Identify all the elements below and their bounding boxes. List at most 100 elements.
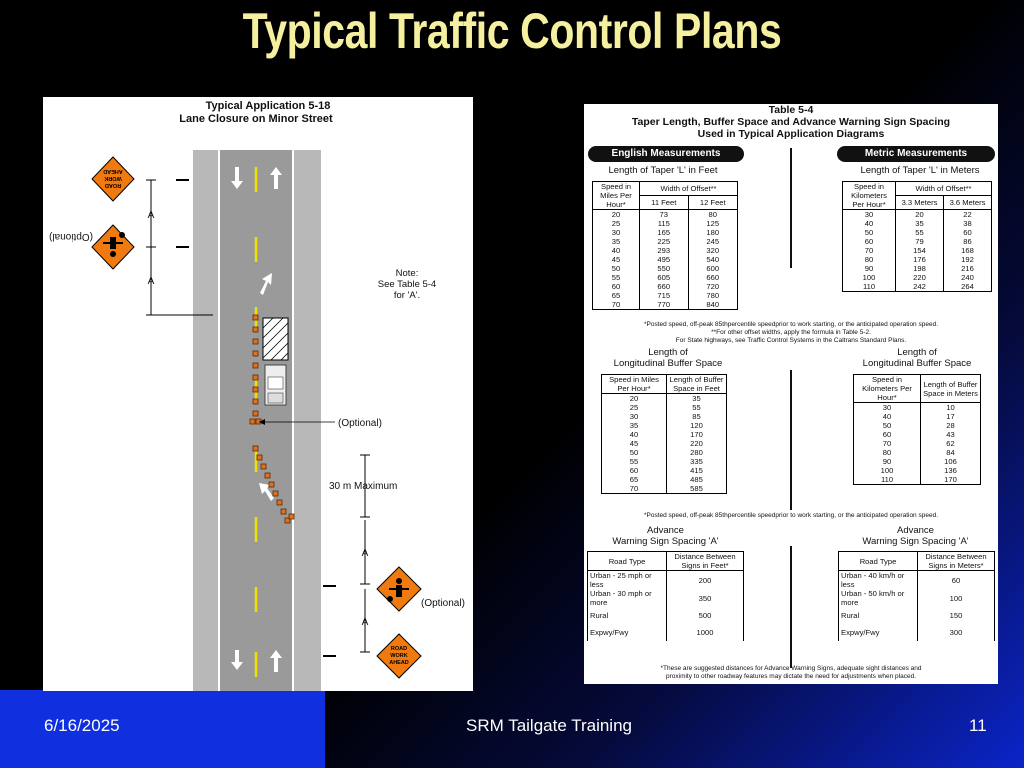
english-taper-table: Speed in Miles Per Hour* Width of Offset… (592, 181, 739, 310)
cell-value: 28 (946, 421, 955, 430)
table-5-4-panel: Table 5-4 Taper Length, Buffer Space and… (584, 104, 998, 684)
cell-value: 600 (706, 264, 720, 273)
cell-value: 168 (961, 246, 974, 255)
table-cell: Rural (587, 607, 667, 624)
cell-value: 80 (864, 255, 874, 264)
cell-value: 660 (657, 282, 671, 291)
cell-value: 79 (915, 237, 924, 246)
taper-note-1: *Posted speed, off-peak 85thpercentile s… (643, 321, 938, 328)
cell-value: 60 (882, 430, 892, 439)
cell-value: 192 (961, 255, 974, 264)
column-divider-3 (790, 546, 792, 668)
cell-value: 50 (611, 264, 621, 273)
lane-closure-diagram: Typical Application 5-18 Lane Closure on… (43, 97, 473, 691)
taper-note-3: For State highways, see Traffic Control … (675, 337, 907, 344)
cell-value: 540 (706, 255, 720, 264)
note-line-2: See Table 5-4 (378, 279, 436, 290)
table-cell: Urban - 40 km/h or less (838, 570, 918, 589)
cell-value: 70 (611, 300, 621, 309)
warning-note-2: proximity to other roadway features may … (665, 673, 917, 680)
up-arrow-top-right (270, 167, 282, 189)
svg-text:ROAD: ROAD (391, 646, 407, 652)
slide-number: 11 (969, 716, 987, 735)
cell-value: 585 (690, 484, 703, 493)
merge-arrow-lower (259, 483, 274, 501)
note-line-1: Note: (396, 268, 419, 279)
cell-value: 605 (657, 273, 671, 282)
cell-value: 100 (862, 273, 876, 282)
english-measurements-pill: English Measurements (588, 146, 744, 162)
cell-value: 35 (629, 421, 639, 430)
cell-value: 60 (864, 237, 874, 246)
svg-text:AHEAD: AHEAD (103, 168, 123, 174)
english-buffer-title-1: Length of (648, 347, 688, 358)
cell-value: 20 (611, 210, 621, 219)
cell-value: 80 (882, 448, 892, 457)
cell-value: 115 (657, 219, 670, 228)
metric-taper-title: Length of Taper 'L' in Meters (860, 165, 980, 176)
table-cell: 150 (917, 607, 995, 624)
cell-value: 415 (690, 466, 703, 475)
cell-value: 30 (864, 210, 874, 219)
cell-value: 60 (963, 228, 972, 237)
flagger-sign-bottom (376, 566, 422, 612)
spacing-label-a-3: A (362, 548, 369, 559)
cell-value: 220 (913, 273, 926, 282)
english-buffer-title-2: Longitudinal Buffer Space (613, 358, 723, 369)
english-buffer-table: Speed in Miles Per Hour*Length of Buffer… (601, 374, 727, 494)
metric-buffer-title-1: Length of (897, 347, 937, 358)
cell-value: 840 (706, 300, 720, 309)
cell-value: 10 (946, 403, 955, 412)
sign-post-markers (176, 179, 336, 657)
cell-value: 715 (657, 291, 671, 300)
cell-value: 176 (913, 255, 926, 264)
cell-value: 25 (629, 403, 639, 412)
cone-channelizers (249, 314, 295, 524)
spacing-label-a-1: A (148, 210, 155, 221)
table-heading-1: Table 5-4 (768, 104, 814, 116)
table-cell: Expwy/Fwy (838, 624, 918, 641)
cell-value: 154 (913, 246, 926, 255)
work-area-hatching (262, 317, 289, 361)
road-work-ahead-sign-bottom: ROAD WORK AHEAD (376, 633, 422, 679)
spacing-dimension-lines (146, 179, 370, 653)
cell-value: 22 (963, 210, 972, 219)
cell-value: 90 (864, 264, 874, 273)
cell-value: 60 (629, 466, 639, 475)
cell-value: 70 (882, 439, 892, 448)
table-cell: Urban - 50 km/h or more (838, 589, 918, 607)
cell-value: 335 (690, 457, 703, 466)
cell-value: 264 (961, 282, 974, 291)
english-warning-title-1: Advance (647, 525, 684, 536)
spacing-label-a-2: A (148, 276, 155, 287)
cell-value: 70 (629, 484, 639, 493)
cell-value: 70 (864, 246, 874, 255)
cell-value: 50 (882, 421, 892, 430)
column-divider-1 (790, 148, 792, 268)
note-line-3: for 'A'. (394, 290, 420, 301)
cell-value: 50 (864, 228, 874, 237)
footer-title: SRM Tailgate Training (466, 716, 632, 735)
metric-buffer-table: Speed in Kilometers Per Hour*Length of B… (853, 374, 981, 485)
cell-value: 220 (690, 439, 703, 448)
cell-value: 100 (880, 466, 894, 475)
cell-value: 85 (692, 412, 701, 421)
cell-value: 485 (690, 475, 703, 484)
metric-buffer-title-2: Longitudinal Buffer Space (862, 358, 972, 369)
table-cell: 60 (917, 570, 995, 589)
cell-value: 62 (946, 439, 955, 448)
cell-value: 170 (690, 430, 703, 439)
svg-text:WORK: WORK (390, 653, 407, 659)
